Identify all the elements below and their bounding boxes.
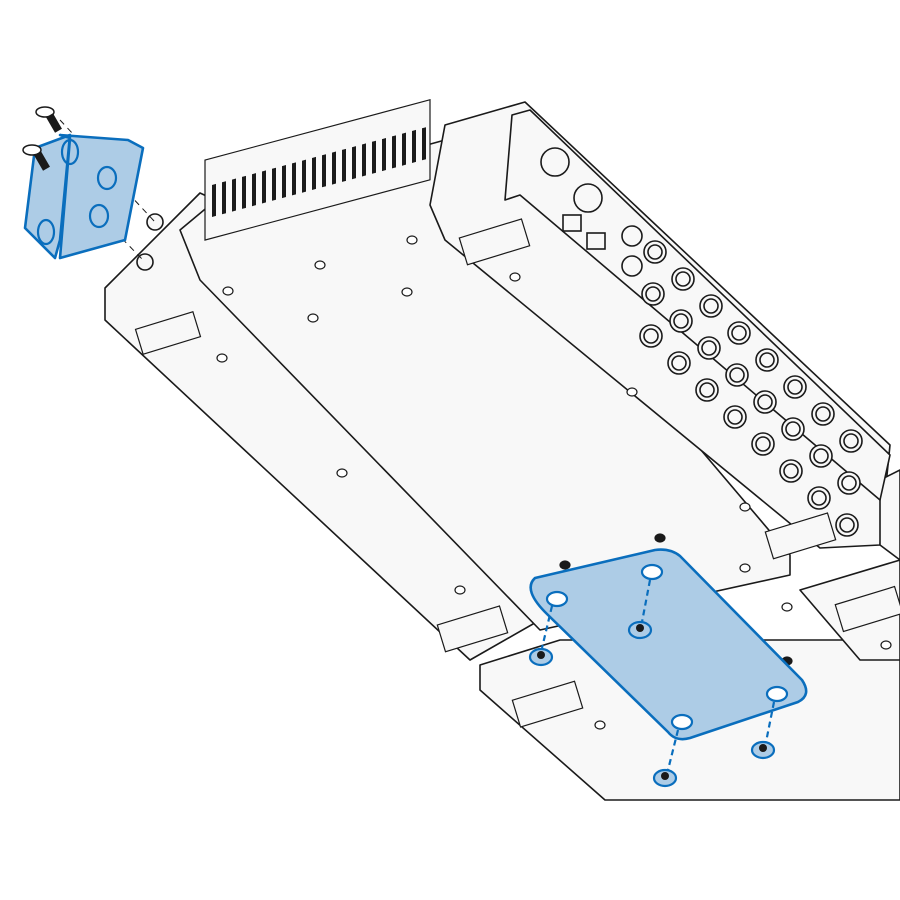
screw-hole xyxy=(739,563,751,573)
vent-slot xyxy=(262,170,266,204)
vent-slot xyxy=(332,151,336,185)
jack-inner xyxy=(813,448,829,464)
jack-inner xyxy=(811,490,827,506)
screw-hole xyxy=(307,313,319,323)
bracket-screw xyxy=(22,106,62,171)
vent-slot xyxy=(392,135,396,169)
vent-slot xyxy=(402,132,406,166)
screw-hole xyxy=(216,353,228,363)
screw-hole xyxy=(880,640,892,650)
jack-inner xyxy=(759,352,775,368)
jack-inner xyxy=(729,367,745,383)
vent-slot xyxy=(272,167,276,201)
vent-slot xyxy=(312,156,316,190)
jack-inner xyxy=(727,409,743,425)
screw-hole xyxy=(509,272,521,282)
jack-inner xyxy=(843,433,859,449)
jack-inner xyxy=(839,517,855,533)
screw-hole xyxy=(594,720,606,730)
jack-inner xyxy=(645,286,661,302)
rack-ear-bracket xyxy=(23,133,145,260)
vent-slot xyxy=(372,140,376,174)
main-device xyxy=(44,99,900,730)
screw-hole xyxy=(406,235,418,245)
plate-screws xyxy=(528,579,776,788)
vent-slot xyxy=(212,183,216,217)
jack-inner xyxy=(701,340,717,356)
screw-hole xyxy=(314,260,326,270)
vent-slot xyxy=(362,143,366,177)
vent-slot xyxy=(242,175,246,209)
vent-slots xyxy=(204,99,431,241)
screw-hole xyxy=(222,286,234,296)
vent-slot xyxy=(322,154,326,188)
screw-hole xyxy=(336,468,348,478)
vent-slot xyxy=(252,173,256,207)
jack-inner xyxy=(673,313,689,329)
jack-inner xyxy=(755,436,771,452)
screw-hole xyxy=(401,287,413,297)
vent-slot xyxy=(352,146,356,180)
screw-hole xyxy=(781,602,793,612)
vent-slot xyxy=(382,138,386,172)
vent-slot xyxy=(232,178,236,212)
jack-inner xyxy=(699,382,715,398)
jack-inner xyxy=(703,298,719,314)
vent-slot xyxy=(302,159,306,193)
jack-inner xyxy=(647,244,663,260)
jack-inner xyxy=(815,406,831,422)
jack-inner xyxy=(671,355,687,371)
screw-hole xyxy=(626,387,638,397)
jack-inner xyxy=(643,328,659,344)
vent-slot xyxy=(422,127,426,161)
vent-slot xyxy=(342,148,346,182)
vent-slot xyxy=(292,162,296,196)
vent-slot xyxy=(412,129,416,163)
screw-hole xyxy=(559,560,571,570)
jack-inner xyxy=(787,379,803,395)
vent-slot xyxy=(282,165,286,199)
screw-hole xyxy=(454,585,466,595)
jack-inner xyxy=(675,271,691,287)
jack-inner xyxy=(783,463,799,479)
jack-inner xyxy=(757,394,773,410)
jack-inner xyxy=(841,475,857,491)
screw-hole xyxy=(654,533,666,543)
vent-slot xyxy=(222,181,226,215)
jack-inner xyxy=(731,325,747,341)
mounting-plate xyxy=(529,548,808,741)
screw-hole xyxy=(739,502,751,512)
jack-inner xyxy=(785,421,801,437)
